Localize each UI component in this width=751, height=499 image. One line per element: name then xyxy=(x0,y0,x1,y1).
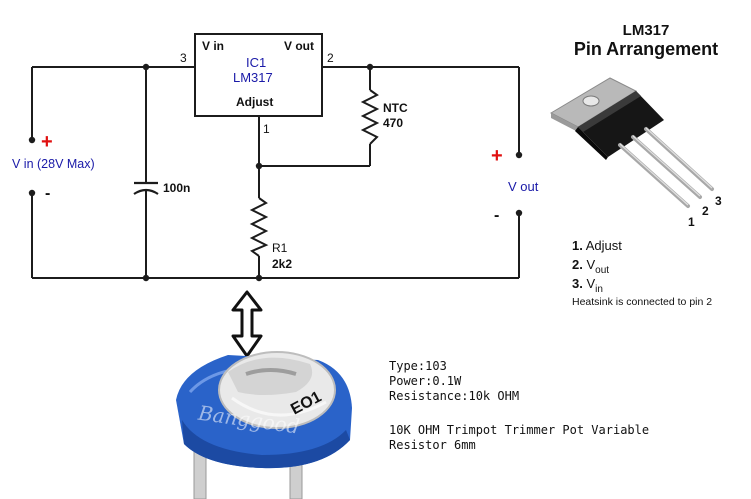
pinout-pin-number-3: 3 xyxy=(715,194,722,208)
pinout-legend: 1. Adjust 2. Vout 3. Vin Heatsink is con… xyxy=(572,238,712,308)
vout-minus-sign: - xyxy=(494,207,499,224)
ntc-value: 470 xyxy=(383,116,403,130)
r1-resistor-symbol xyxy=(249,197,269,257)
ntc-name: NTC xyxy=(383,101,408,115)
pinout-legend-item: 3. Vin xyxy=(572,276,603,295)
double-arrow-icon xyxy=(231,290,263,358)
capacitor-symbol xyxy=(133,181,159,195)
pin-number-vout: 2 xyxy=(327,51,334,65)
trimpot-spec-line: Power:0.1W xyxy=(389,374,462,388)
vout-plus-sign: + xyxy=(491,145,503,167)
vin-plus-sign: + xyxy=(41,131,53,153)
r1-value: 2k2 xyxy=(272,257,292,271)
pinout-title: LM317 xyxy=(623,22,670,39)
trimpot-spec-line: Resistance:10k OHM xyxy=(389,389,519,403)
ic-box xyxy=(194,33,323,117)
pinout-heatsink-note: Heatsink is connected to pin 2 xyxy=(572,296,712,308)
trimpot-illustration-icon xyxy=(176,351,352,499)
pin-number-vin: 3 xyxy=(180,51,187,65)
ic-pin-vin-label: V in xyxy=(202,39,224,53)
schematic-wires xyxy=(31,66,520,279)
ic-designator: IC1 xyxy=(246,55,266,70)
ntc-resistor-symbol xyxy=(360,89,380,145)
r1-name: R1 xyxy=(272,241,288,255)
trimpot-description-line: Resistor 6mm xyxy=(389,438,476,452)
trimpot-spec-line: Type:103 xyxy=(389,359,447,373)
ic-pin-vout-label: V out xyxy=(284,39,314,53)
vin-minus-sign: - xyxy=(45,185,50,202)
capacitor-value: 100n xyxy=(163,181,190,195)
pin-number-adjust: 1 xyxy=(263,122,270,136)
pinout-subtitle: Pin Arrangement xyxy=(574,39,718,59)
ic-pin-adjust-label: Adjust xyxy=(236,95,273,109)
ic-part-number: LM317 xyxy=(233,70,273,85)
vin-label: V in (28V Max) xyxy=(12,157,95,171)
pinout-pin-number-2: 2 xyxy=(702,204,709,218)
pinout-pin-number-1: 1 xyxy=(688,215,695,229)
junction-dots xyxy=(28,63,523,282)
vout-label: V out xyxy=(508,179,539,194)
trimpot-description-line: 10K OHM Trimpot Trimmer Pot Variable xyxy=(389,423,649,437)
pinout-legend-item: 1. Adjust xyxy=(572,238,622,253)
pinout-legend-item: 2. Vout xyxy=(572,257,609,276)
to220-package-icon xyxy=(549,77,714,208)
trimpot-specs: Type:103 Power:0.1W Resistance:10k OHM 1… xyxy=(389,359,649,452)
